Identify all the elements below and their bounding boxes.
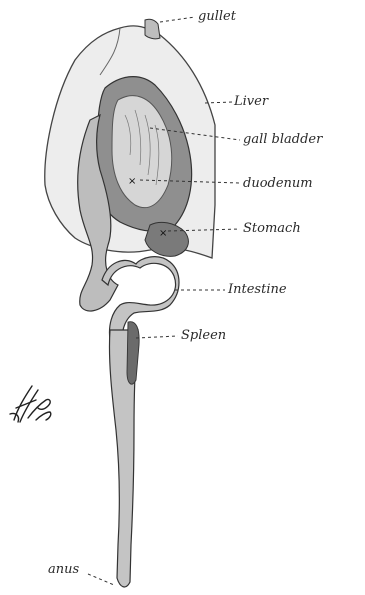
signature-monogram — [6, 378, 56, 428]
intestine-label: Intestine — [228, 283, 287, 296]
stomach-label: Stomach — [243, 222, 301, 235]
spleen-label: Spleen — [181, 329, 226, 342]
gall-bladder-label: gall bladder — [243, 133, 322, 146]
spleen-shape — [127, 322, 139, 384]
gullet-shape — [145, 19, 160, 39]
intestine-shape — [102, 257, 179, 340]
liver-label: Liver — [234, 95, 268, 108]
stomach-marker: × — [159, 228, 167, 239]
duodenum-label: duodenum — [243, 177, 313, 190]
gullet-label: gullet — [198, 10, 236, 23]
duodenum-marker: × — [128, 176, 136, 187]
anus-label: anus — [48, 563, 79, 576]
